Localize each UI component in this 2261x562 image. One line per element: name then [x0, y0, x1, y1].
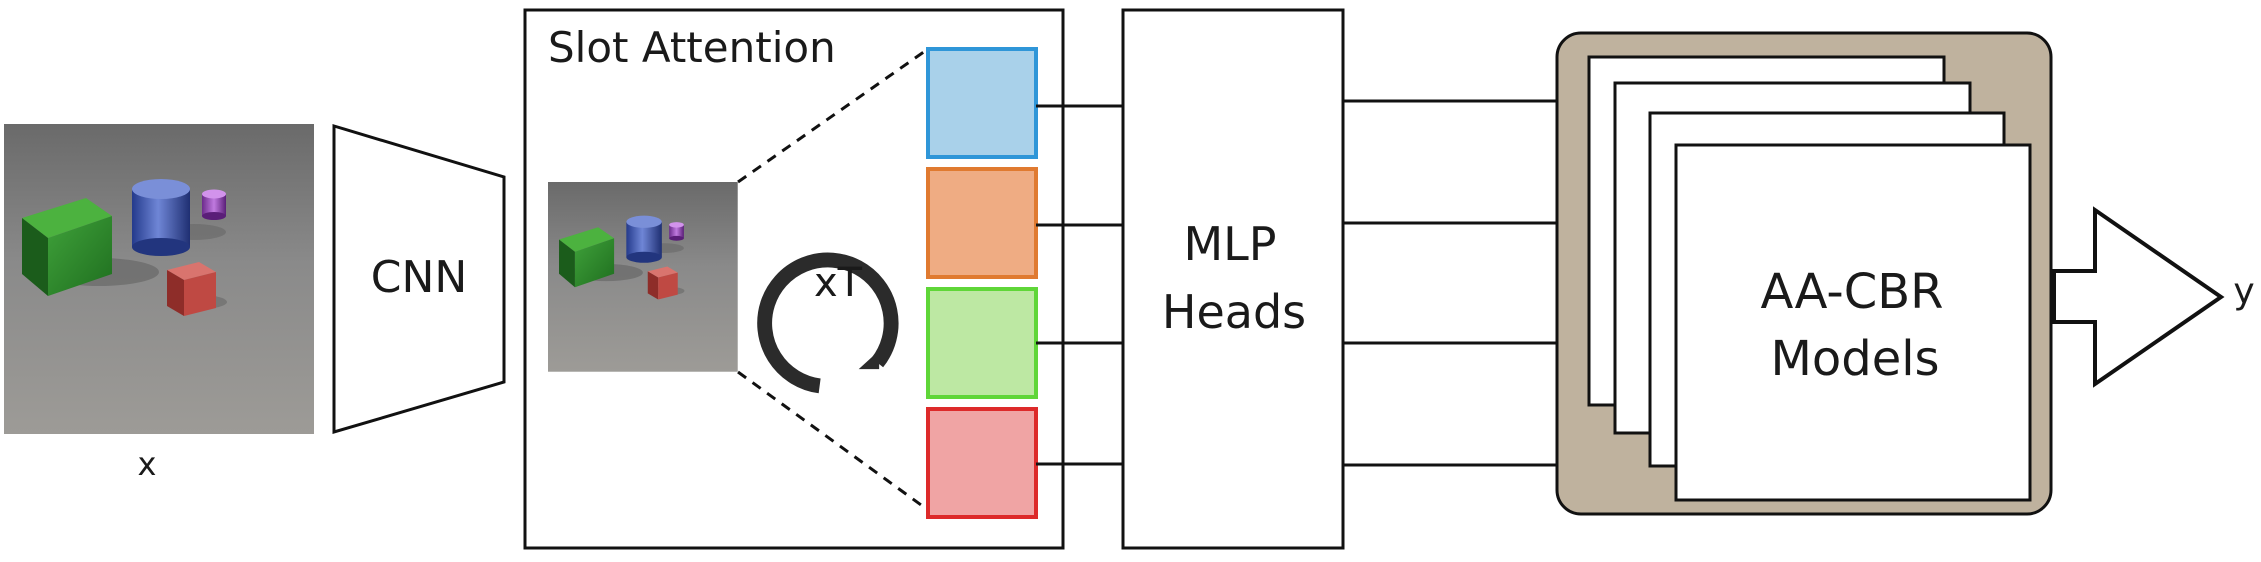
attention-dashed-line-top [737, 47, 929, 184]
mlp-label-line1: MLP [1183, 217, 1276, 271]
input-scene-image [4, 124, 314, 434]
slot-attention-title: Slot Attention [548, 23, 836, 72]
input-label: x [138, 445, 157, 483]
model-card-4 [1674, 143, 2032, 502]
aacbr-label-line1: AA-CBR [1760, 264, 1943, 320]
slot-connectors [1036, 104, 1123, 466]
slot-attention-scene-image [548, 182, 738, 372]
slot-4 [926, 407, 1038, 519]
output-arrow-icon [2052, 206, 2225, 388]
slot-1 [926, 47, 1038, 159]
iteration-label: xT [814, 260, 863, 306]
mlp-heads-box [1121, 8, 1345, 550]
cnn-label: CNN [371, 252, 468, 303]
aacbr-label-line2: Models [1770, 331, 1939, 387]
slot-3 [926, 287, 1038, 399]
output-label: y [2233, 271, 2254, 312]
slot-2 [926, 167, 1038, 279]
mlp-label-line2: Heads [1162, 285, 1306, 339]
cnn-block [332, 123, 506, 435]
attention-dashed-line-bottom [737, 370, 929, 512]
mlp-connectors [1343, 99, 1557, 467]
